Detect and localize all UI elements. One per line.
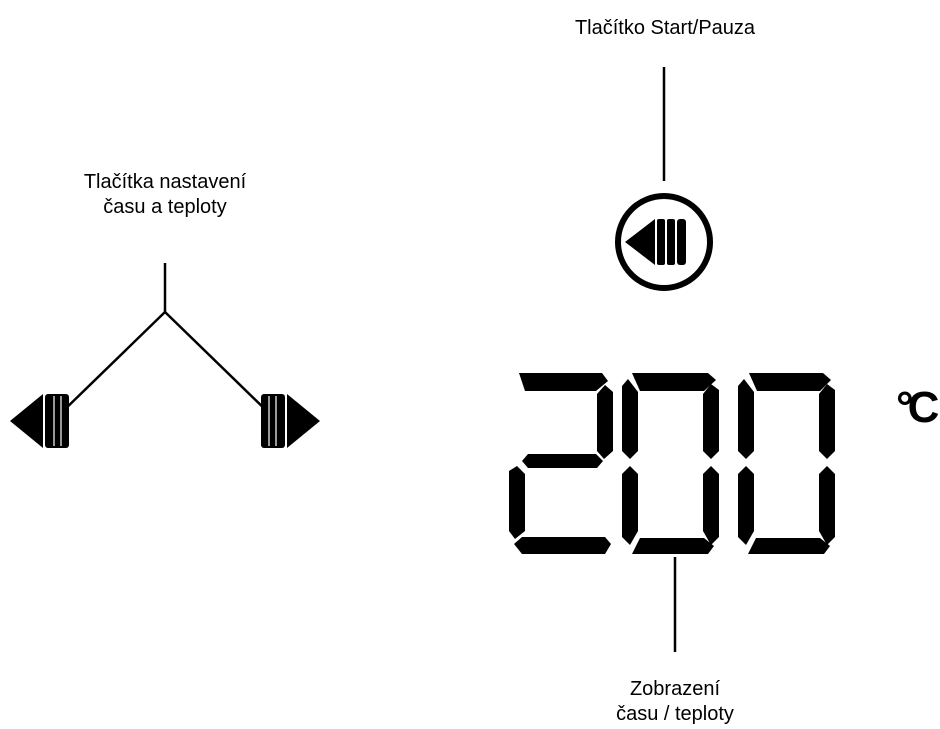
start-pause-label: Tlačítko Start/Pauza — [530, 16, 800, 41]
adjust-buttons-label: Tlačítka nastavení času a teploty — [20, 170, 310, 220]
display-digit-2 — [622, 373, 719, 554]
display-digit-1 — [509, 373, 613, 554]
display-label-text: Zobrazení času / teploty — [616, 678, 734, 725]
adjust-leader-left — [57, 311, 166, 417]
adjust-buttons-label-text: Tlačítka nastavení času a teploty — [83, 171, 247, 218]
leader-lines — [57, 67, 677, 652]
display-label: Zobrazení času / teploty — [530, 677, 820, 727]
temperature-unit: °C — [896, 383, 939, 432]
adjust-leader-right — [164, 311, 273, 417]
arrow-left-icon[interactable] — [10, 394, 69, 448]
display-digit-3 — [738, 373, 835, 554]
start-pause-label-text: Tlačítko Start/Pauza — [574, 17, 756, 39]
start-pause-icon[interactable] — [615, 193, 713, 291]
arrow-right-icon[interactable] — [261, 394, 320, 448]
